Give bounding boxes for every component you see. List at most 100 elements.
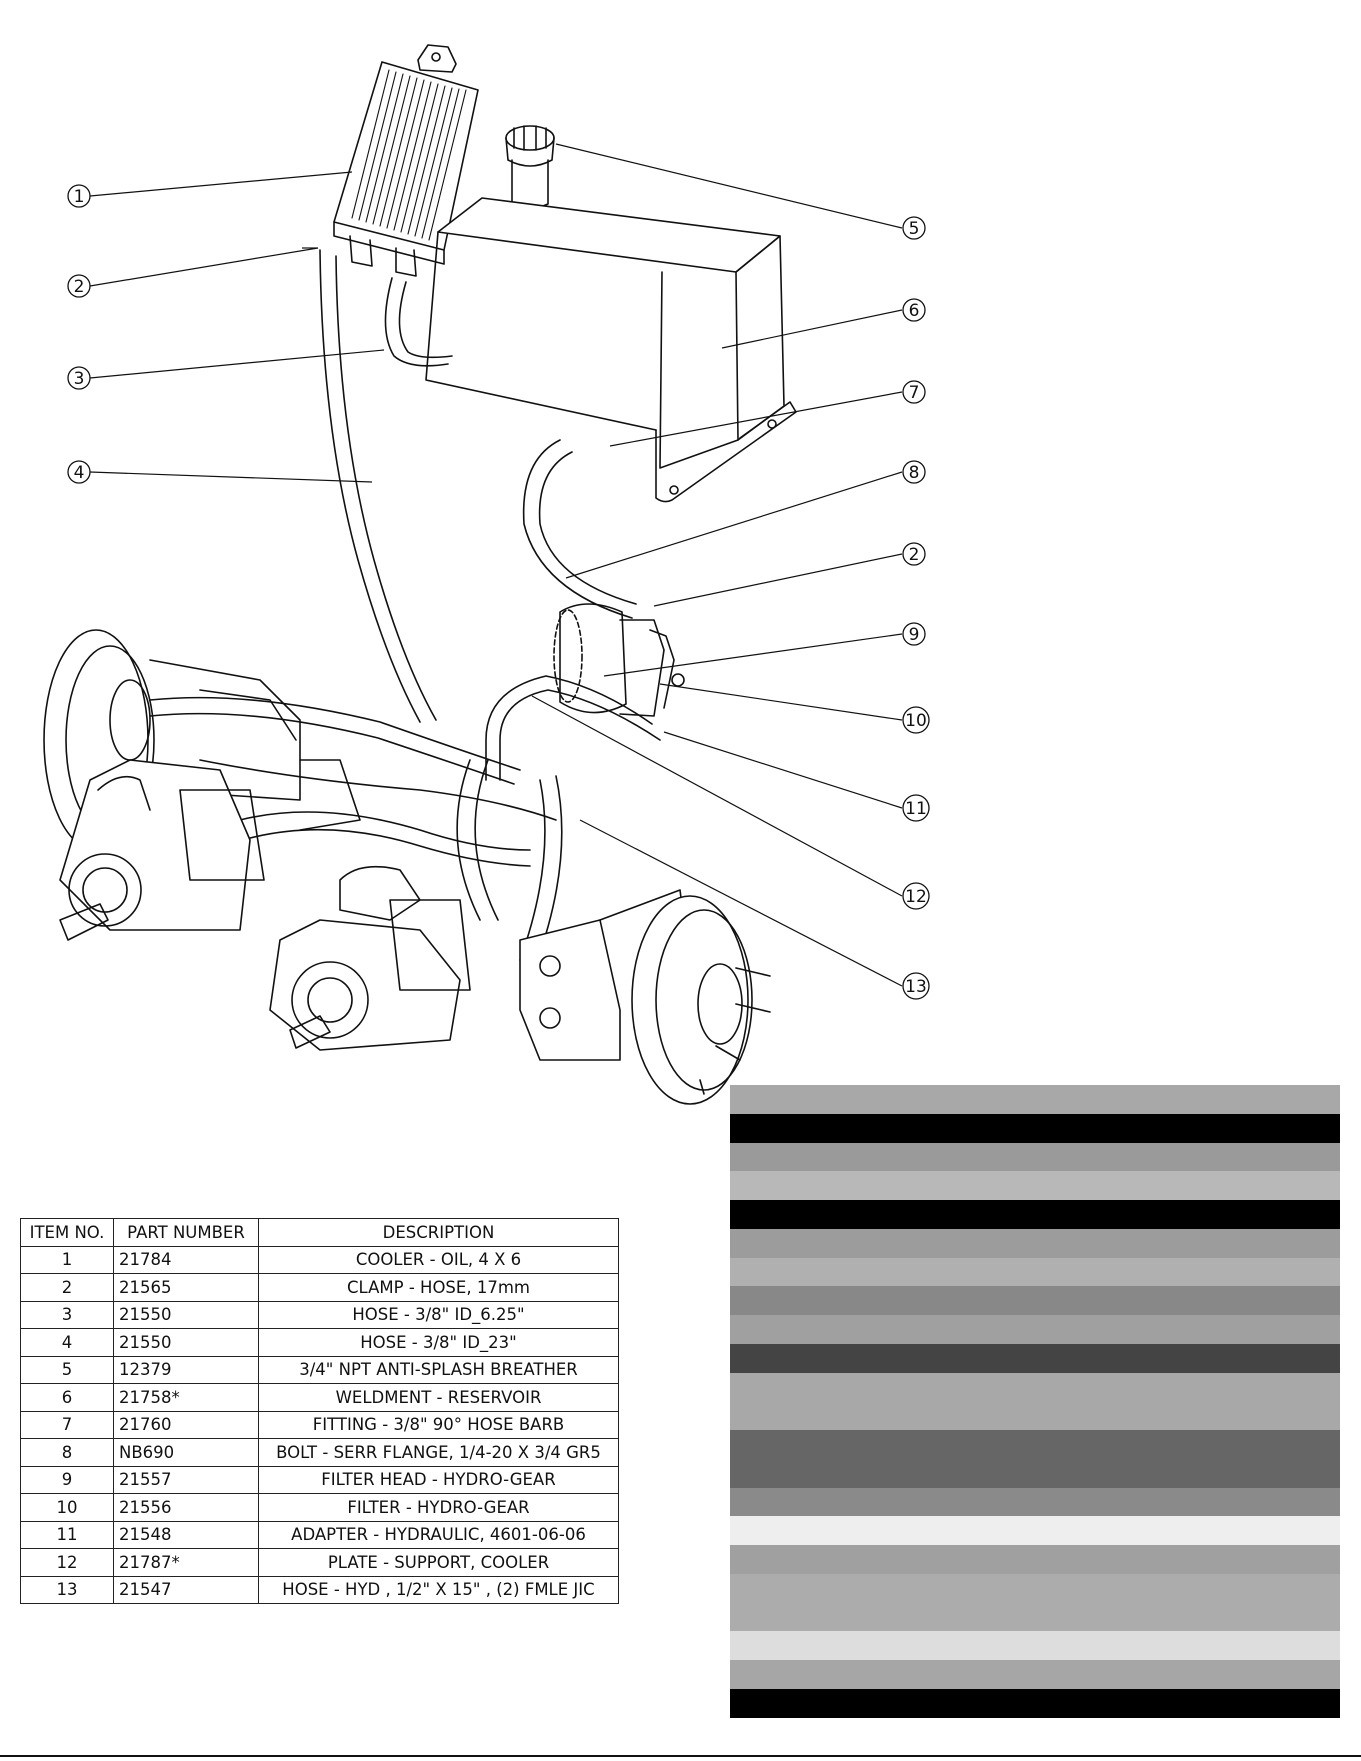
callout-balloon-4: 4	[67, 460, 91, 484]
gray-stripe	[730, 1113, 1340, 1143]
cell-item-no: 10	[20, 1493, 114, 1522]
callout-balloon-9: 9	[902, 622, 926, 646]
cell-part-number: 12379	[113, 1355, 259, 1384]
cell-description: WELDMENT - RESERVOIR	[258, 1383, 619, 1412]
column-header-description: DESCRIPTION	[258, 1218, 619, 1247]
gray-stripe	[730, 1688, 1340, 1718]
column-header-part-number: PART NUMBER	[113, 1218, 259, 1247]
gray-stripe	[730, 1430, 1340, 1459]
cell-item-no: 1	[20, 1245, 114, 1274]
gray-stripe	[730, 1142, 1340, 1172]
cell-part-number: 21787*	[113, 1548, 259, 1577]
callout-label: 9	[909, 625, 920, 645]
callout-label: 7	[909, 383, 920, 403]
cell-item-no: 13	[20, 1575, 114, 1604]
callout-label: 6	[909, 301, 920, 321]
cell-description: HOSE - 3/8" ID_6.25"	[258, 1300, 619, 1329]
gray-stripe	[730, 1545, 1340, 1574]
table-header-row: ITEM NO. PART NUMBER DESCRIPTION	[20, 1218, 619, 1247]
callout-balloon-6: 6	[902, 298, 926, 322]
cell-item-no: 9	[20, 1465, 114, 1494]
cell-description: FITTING - 3/8" 90° HOSE BARB	[258, 1410, 619, 1439]
gray-stripe	[730, 1372, 1340, 1402]
cell-description: PLATE - SUPPORT, COOLER	[258, 1548, 619, 1577]
cell-description: HOSE - 3/8" ID_23"	[258, 1328, 619, 1357]
callout-balloon-3: 3	[67, 366, 91, 390]
callout-label: 1	[74, 187, 85, 207]
gray-stripe	[730, 1573, 1340, 1603]
cell-part-number: 21550	[113, 1300, 259, 1329]
callout-label: 2	[909, 545, 920, 565]
gray-stripe	[730, 1171, 1340, 1200]
cell-description: 3/4" NPT ANTI-SPLASH BREATHER	[258, 1355, 619, 1384]
callout-balloon-2: 2	[67, 274, 91, 298]
cell-description: ADAPTER - HYDRAULIC, 4601-06-06	[258, 1520, 619, 1549]
callout-balloon-7: 7	[902, 380, 926, 404]
gray-stripe	[730, 1200, 1340, 1229]
gray-stripe	[730, 1228, 1340, 1258]
cell-part-number: 21547	[113, 1575, 259, 1604]
cell-description: CLAMP - HOSE, 17mm	[258, 1273, 619, 1302]
callout-balloon-10: 10	[902, 706, 930, 734]
cell-item-no: 8	[20, 1438, 114, 1467]
reservoir-part	[425, 197, 797, 503]
cell-item-no: 2	[20, 1273, 114, 1302]
cell-item-no: 12	[20, 1548, 114, 1577]
gray-stripe	[730, 1660, 1340, 1689]
cell-item-no: 11	[20, 1520, 114, 1549]
gray-stripe	[730, 1343, 1340, 1373]
callout-label: 8	[909, 463, 920, 483]
left-transaxle-part	[43, 629, 361, 941]
gray-stripe	[730, 1085, 1340, 1114]
gray-stripe	[730, 1286, 1340, 1315]
callout-label: 4	[74, 463, 85, 483]
callout-balloon-5: 5	[902, 216, 926, 240]
gray-stripe	[730, 1401, 1340, 1430]
cell-description: FILTER - HYDRO-GEAR	[258, 1493, 619, 1522]
callout-label: 12	[905, 887, 927, 907]
callout-label: 11	[905, 799, 927, 819]
gray-stripe	[730, 1516, 1340, 1545]
grayscale-stripe-block	[730, 1085, 1340, 1718]
cell-part-number: 21556	[113, 1493, 259, 1522]
callout-label: 2	[74, 277, 85, 297]
gray-stripe	[730, 1315, 1340, 1344]
callout-balloon-12: 12	[902, 882, 930, 910]
cell-part-number: 21760	[113, 1410, 259, 1439]
cell-description: FILTER HEAD - HYDRO-GEAR	[258, 1465, 619, 1494]
cell-part-number: 21565	[113, 1273, 259, 1302]
cell-item-no: 7	[20, 1410, 114, 1439]
cell-item-no: 4	[20, 1328, 114, 1357]
page-bottom-rule	[0, 1755, 1361, 1757]
cell-item-no: 3	[20, 1300, 114, 1329]
gray-stripe	[730, 1257, 1340, 1287]
cell-description: HOSE - HYD , 1/2" X 15" , (2) FMLE JIC	[258, 1575, 619, 1604]
callout-balloon-2b: 2	[902, 542, 926, 566]
cell-part-number: 21784	[113, 1245, 259, 1274]
cell-description: COOLER - OIL, 4 X 6	[258, 1245, 619, 1274]
callout-label: 3	[74, 369, 85, 389]
filter-part	[553, 603, 685, 717]
breather-part	[505, 125, 555, 209]
callout-balloon-11: 11	[902, 794, 930, 822]
gray-stripe	[730, 1487, 1340, 1517]
cell-part-number: 21548	[113, 1520, 259, 1549]
hoses	[149, 249, 661, 965]
cell-part-number: 21758*	[113, 1383, 259, 1412]
cell-item-no: 6	[20, 1383, 114, 1412]
right-transaxle-part	[269, 865, 771, 1105]
cell-part-number: 21557	[113, 1465, 259, 1494]
gray-stripe	[730, 1458, 1340, 1488]
